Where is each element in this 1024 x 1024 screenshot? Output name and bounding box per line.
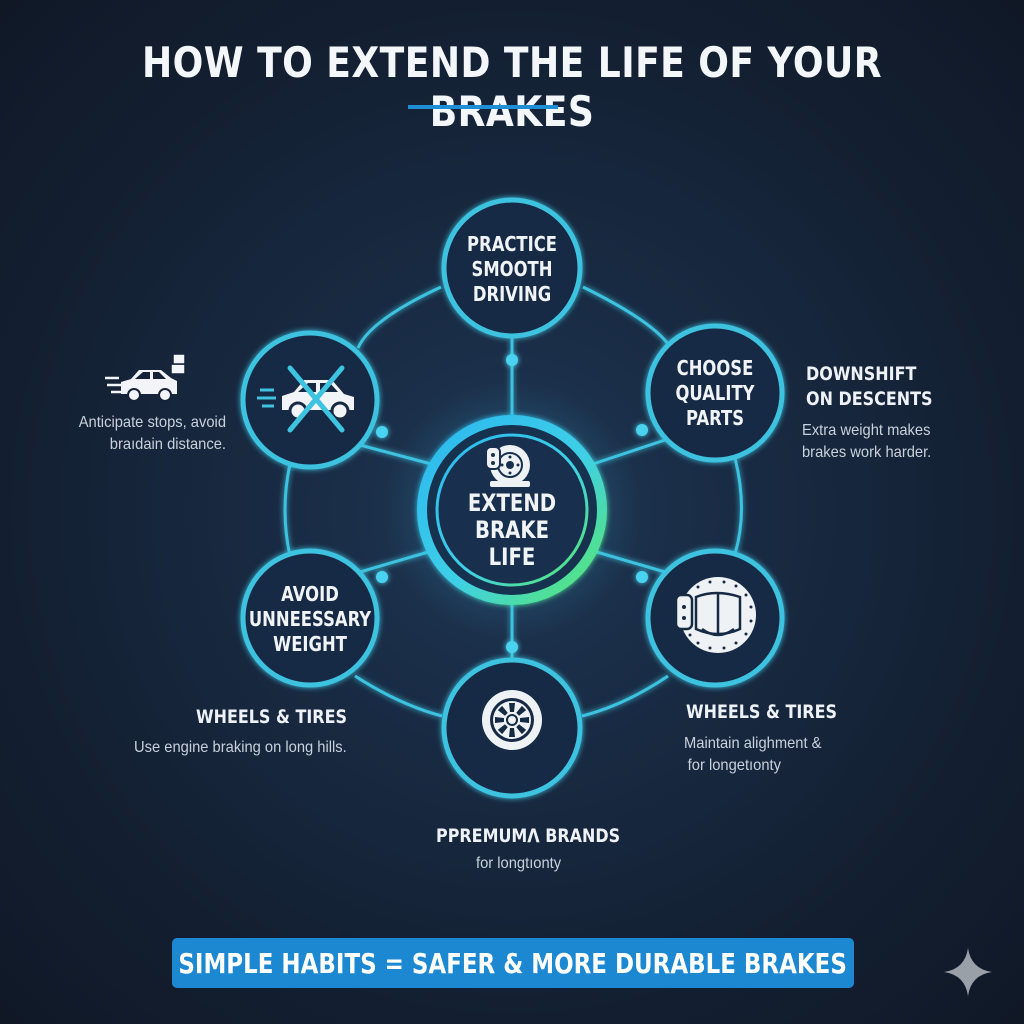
outer-nodes [240, 197, 785, 799]
outer-ring [283, 285, 743, 718]
wheel-icon [482, 690, 542, 750]
title-underline [408, 105, 558, 109]
desc-line: braıdain distance. [109, 436, 226, 453]
center-node-inner-ring [435, 433, 589, 587]
brake-pad-rotor-icon [674, 577, 756, 653]
node-line: PRACTICE [467, 232, 557, 256]
node-line: CHOOSE [676, 356, 754, 380]
node-line: UNNEESSARY [248, 607, 372, 631]
note-right-bottom-title: WHEELS & TIRES [686, 701, 837, 723]
note-bottom-title: PPREMUMΛ BRANDS [436, 825, 621, 847]
summary-banner-text: SIMPLE HABITS = SAFER & MORE DURABLE BRA… [178, 946, 848, 980]
crossed-out-car-icon [257, 365, 354, 433]
title-line: DOWNSHIFT [806, 363, 917, 385]
desc-line: Extra weight makes [802, 422, 931, 439]
center-line: BRAKE [474, 516, 550, 544]
desc-line: for longetıonty [687, 757, 781, 774]
node-line: WEIGHT [273, 632, 347, 656]
title-line: ON DESCENTS [806, 388, 933, 410]
note-left-bottom-desc: Use engine braking on long hills. [134, 739, 347, 756]
desc-line: brakes work harder. [802, 444, 932, 461]
center-node-label: EXTEND BRAKE LIFE [459, 490, 566, 571]
summary-banner: SIMPLE HABITS = SAFER & MORE DURABLE BRA… [172, 938, 854, 988]
desc-line: Anticipate stops, avoid [78, 414, 226, 431]
connector-dots [376, 354, 648, 653]
note-left-top-desc: Anticipate stops, avoid braıdain distanc… [70, 412, 226, 456]
brake-disc-icon [485, 445, 530, 487]
center-line: LIFE [488, 543, 536, 571]
note-right-top-title: DOWNSHIFT ON DESCENTS [806, 362, 932, 412]
note-bottom-desc: for longtıonty [476, 855, 562, 872]
note-right-top-desc: Extra weight makes brakes work harder. [802, 420, 931, 464]
desc-line: Maintain alighment & [684, 735, 822, 752]
node-line: QUALITY [675, 381, 755, 405]
node-line: AVOID [281, 582, 339, 606]
page-title: HOW TO EXTEND THE LIFE OF YOUR BRAKES [142, 38, 882, 136]
sparkle-icon [944, 948, 992, 996]
node-avoid-unnecessary-weight: AVOID UNNEESSARY WEIGHT [249, 582, 372, 657]
center-line: EXTEND [467, 489, 557, 517]
note-right-bottom-desc: Maintain alighment & for longetıonty [684, 733, 821, 777]
node-line: SMOOTH [471, 257, 553, 281]
node-practice-smooth-driving: PRACTICE SMOOTH DRIVING [463, 232, 561, 307]
node-line: DRIVING [472, 282, 552, 306]
loaded-car-icon [105, 353, 186, 402]
node-line: PARTS [685, 406, 745, 430]
note-left-bottom-title: WHEELS & TIRES [196, 706, 347, 728]
node-choose-quality-parts: CHOOSE QUALITY PARTS [666, 356, 764, 431]
